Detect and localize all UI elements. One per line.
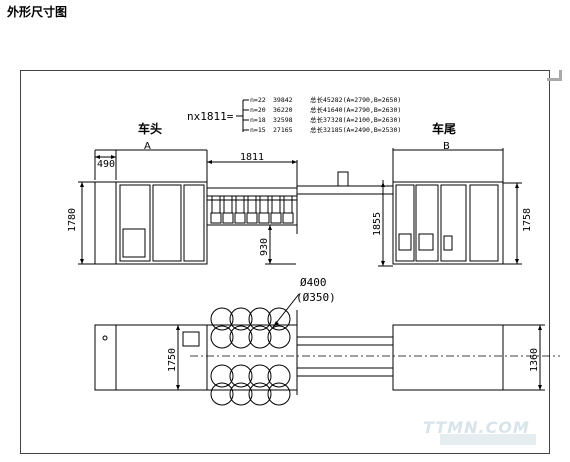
head-plan <box>94 324 208 391</box>
head-unit <box>94 181 208 265</box>
formula-len-1: 36220 <box>273 106 293 114</box>
rail <box>296 185 394 195</box>
head-label: 车头 <box>138 121 162 136</box>
page-title: 外形尺寸图 <box>7 5 68 19</box>
dim-1750: 1750 <box>167 348 178 372</box>
formula-n-3: n=15 <box>250 126 266 134</box>
dim-930: 930 <box>259 238 270 256</box>
watermark: TTMN.COM <box>423 418 530 437</box>
tail-unit <box>392 181 504 265</box>
formula-n-1: n=20 <box>250 106 266 114</box>
formula-total-3: 总长32185(A=2490,B=2530) <box>310 125 401 134</box>
formula-len-0: 39842 <box>273 96 293 104</box>
formula-len-3: 27165 <box>273 126 293 134</box>
formula-prefix: nx1811= <box>187 110 234 123</box>
pipe-inner-diameter: (Ø350) <box>296 291 336 304</box>
dim-490: 490 <box>97 159 115 170</box>
dim-1758: 1758 <box>522 208 533 232</box>
watermark-bar <box>440 434 536 445</box>
pipes-bottom <box>210 364 291 406</box>
formula-bracket <box>236 99 249 132</box>
formula-n-0: n=22 <box>250 96 266 104</box>
section-a-label: A <box>144 141 151 152</box>
formula-len-2: 32598 <box>273 116 293 124</box>
dim-1360: 1360 <box>529 348 540 372</box>
pipes-top <box>210 307 291 349</box>
plan-hatch <box>182 331 200 347</box>
pipe-outer-diameter: Ø400 <box>300 276 327 289</box>
dim-1780: 1780 <box>67 208 78 232</box>
tail-plan <box>392 324 504 391</box>
frame-shadow <box>547 70 562 81</box>
head-door-window <box>122 228 146 258</box>
formula-total-0: 总长45282(A=2790,B=2650) <box>310 95 401 104</box>
segments-elevation <box>210 195 294 224</box>
formula-n-2: n=18 <box>250 116 266 124</box>
dim-1855: 1855 <box>372 212 383 236</box>
section-b-label: B <box>443 141 450 152</box>
drawing-frame <box>20 70 550 454</box>
formula-total-2: 总长37328(A=2100,B=2630) <box>310 115 401 124</box>
formula-total-1: 总长41640(A=2790,B=2630) <box>310 105 401 114</box>
tail-label: 车尾 <box>432 121 456 136</box>
dim-1811: 1811 <box>240 152 264 163</box>
